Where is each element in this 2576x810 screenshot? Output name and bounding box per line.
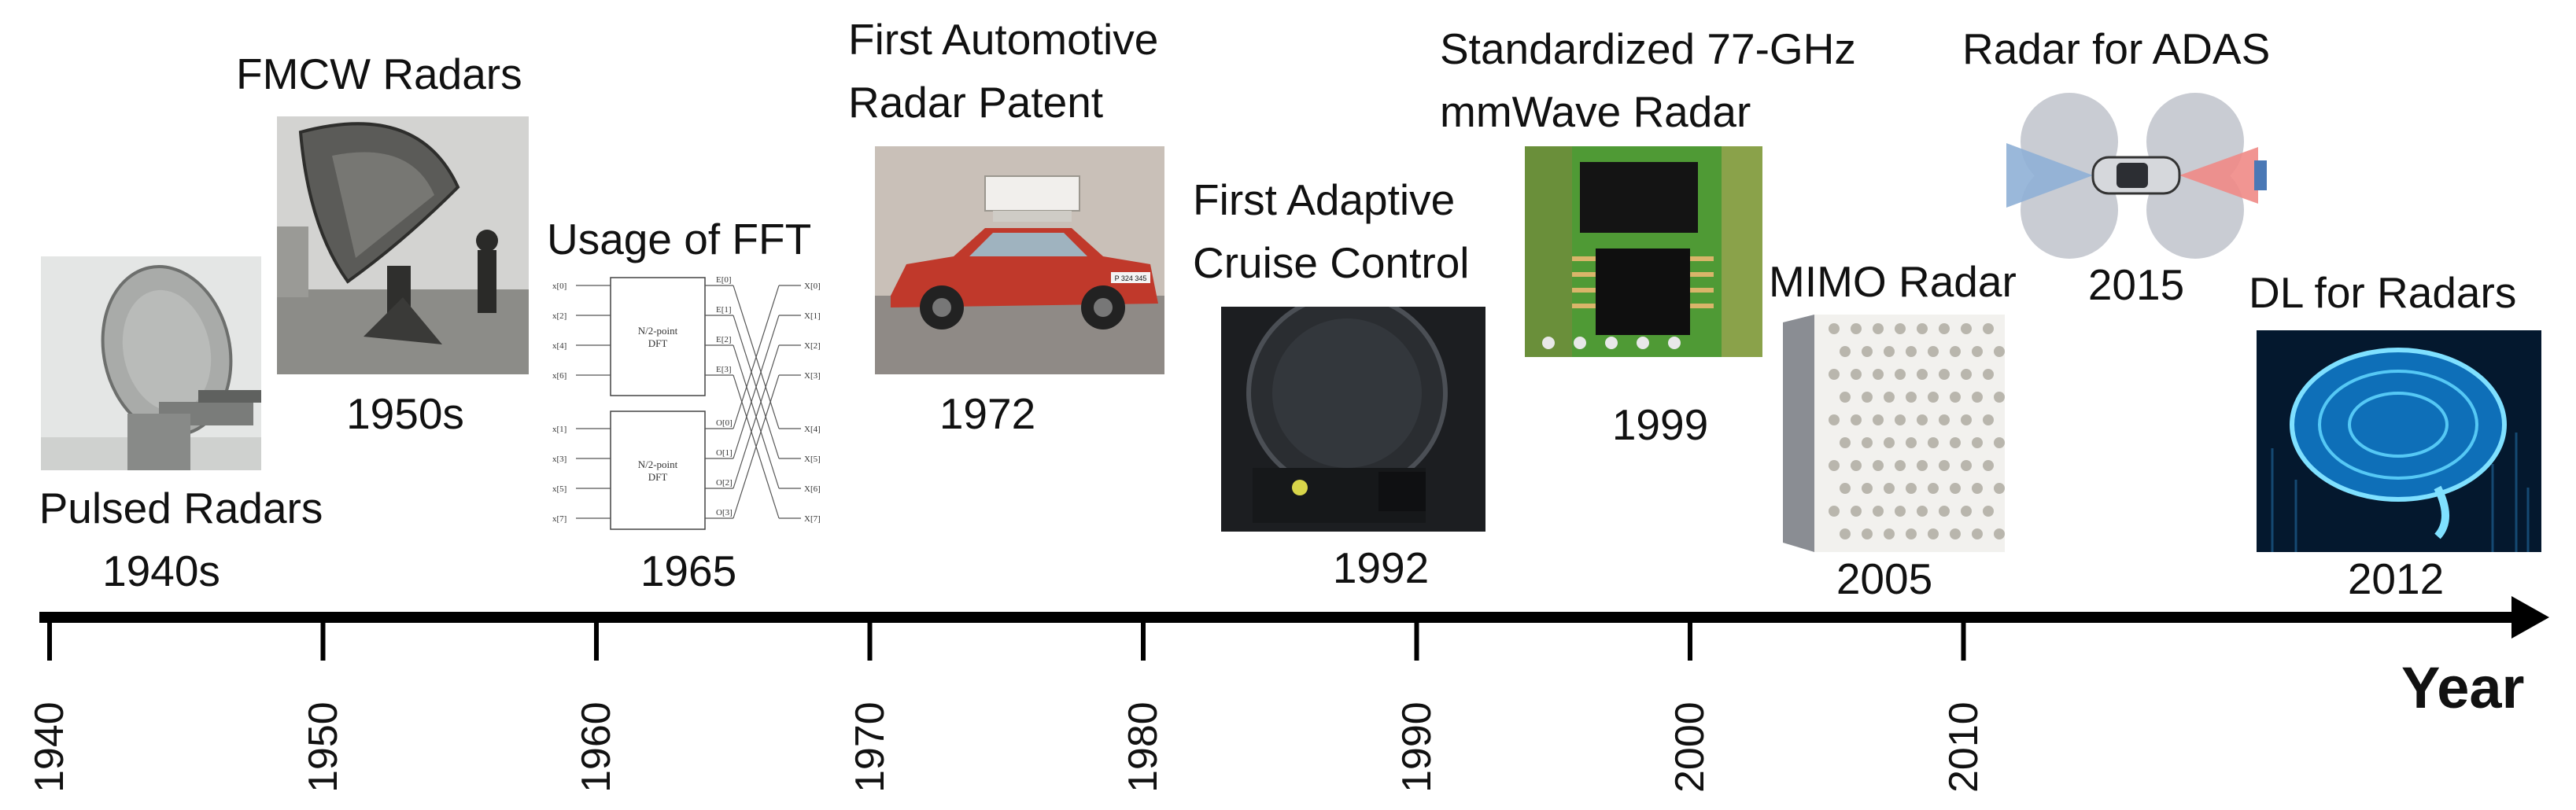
mimo-radar-photo bbox=[1767, 315, 2005, 552]
event-title-77ghz-line2: mmWave Radar bbox=[1440, 87, 1751, 136]
fft-butterfly-diagram: N/2-point DFT N/2-point DFT x[0] E[0] X[0]… bbox=[551, 271, 842, 543]
fft-input-label: x[6] bbox=[552, 371, 566, 381]
fft-intermediate-label: O[1] bbox=[716, 448, 733, 458]
event-title-dl-for-radars: DL for Radars bbox=[2249, 268, 2517, 317]
fft-intermediate-label: O[2] bbox=[716, 478, 733, 488]
fft-output-label: X[2] bbox=[804, 341, 821, 351]
fft-input-label: x[5] bbox=[552, 484, 566, 494]
event-title-automotive-patent-line1: First Automotive bbox=[848, 15, 1159, 64]
event-date-1992: 1992 bbox=[1332, 543, 1430, 592]
event-title-pulsed-radars: Pulsed Radars bbox=[39, 484, 323, 532]
event-title-77ghz-line1: Standardized 77-GHz bbox=[1440, 24, 1856, 73]
automotive-radar-car-photo: P 324 345 bbox=[875, 146, 1164, 374]
fft-block-label-bottom-2: DFT bbox=[648, 471, 668, 483]
fft-input-label: x[1] bbox=[552, 425, 566, 434]
event-date-1965: 1965 bbox=[640, 547, 737, 595]
fft-intermediate-label: E[3] bbox=[716, 365, 732, 374]
fft-input-label: x[2] bbox=[552, 311, 566, 321]
event-title-acc-line2: Cruise Control bbox=[1193, 238, 1470, 287]
event-date-1950s: 1950s bbox=[346, 389, 464, 438]
event-date-2012: 2012 bbox=[2347, 554, 2445, 603]
event-title-automotive-patent-line2: Radar Patent bbox=[848, 78, 1104, 127]
tick-label-2000: 2000 bbox=[1667, 701, 1713, 793]
deep-learning-brain-image bbox=[2257, 330, 2541, 552]
tick-label-1950: 1950 bbox=[300, 701, 346, 793]
event-date-1999: 1999 bbox=[1611, 400, 1709, 449]
fft-input-label: x[3] bbox=[552, 455, 566, 464]
event-title-radar-for-adas: Radar for ADAS bbox=[1962, 24, 2271, 73]
fft-intermediate-label: E[2] bbox=[716, 335, 732, 344]
fft-output-label: X[4] bbox=[804, 425, 821, 434]
mmwave-chip-photo bbox=[1525, 146, 1762, 357]
fmcw-radar-photo bbox=[277, 116, 529, 374]
fft-output-label: X[3] bbox=[804, 371, 821, 381]
fft-block-label-top-2: DFT bbox=[648, 337, 668, 349]
fft-output-label: X[6] bbox=[804, 484, 821, 494]
tick-label-1940: 1940 bbox=[27, 701, 72, 793]
fft-block-label-bottom-1: N/2-point bbox=[638, 458, 678, 470]
event-date-2015: 2015 bbox=[2087, 260, 2185, 309]
axis-title: Year bbox=[2401, 655, 2525, 720]
cruise-control-sensor-photo bbox=[1221, 307, 1485, 532]
event-date-1972: 1972 bbox=[939, 389, 1036, 438]
fft-output-label: X[1] bbox=[804, 311, 821, 321]
fft-input-label: x[7] bbox=[552, 514, 566, 524]
fft-intermediate-label: O[0] bbox=[716, 418, 733, 428]
fft-output-label: X[7] bbox=[804, 514, 821, 524]
event-title-acc-line1: First Adaptive bbox=[1193, 175, 1456, 224]
fft-intermediate-label: E[1] bbox=[716, 305, 732, 315]
tick-label-1960: 1960 bbox=[574, 701, 619, 793]
fft-intermediate-label: O[3] bbox=[716, 508, 733, 517]
event-date-2005: 2005 bbox=[1836, 554, 1933, 603]
event-date-1940s: 1940s bbox=[102, 547, 220, 595]
tick-marks bbox=[47, 617, 1966, 661]
timeline-arrowhead bbox=[2511, 596, 2549, 639]
fft-intermediate-label: E[0] bbox=[716, 275, 732, 285]
pulsed-radar-photo bbox=[41, 256, 261, 470]
fft-output-label: X[0] bbox=[804, 282, 821, 291]
adas-radar-coverage-illustration bbox=[1998, 88, 2274, 263]
event-title-mimo-radar: MIMO Radar bbox=[1769, 257, 2017, 306]
car-license-plate: P 324 345 bbox=[1115, 274, 1147, 282]
fft-output-label: X[5] bbox=[804, 455, 821, 464]
fft-block-label-top-1: N/2-point bbox=[638, 325, 678, 337]
tick-label-1980: 1980 bbox=[1120, 701, 1166, 793]
fft-input-label: x[4] bbox=[552, 341, 566, 351]
tick-label-1990: 1990 bbox=[1393, 701, 1440, 793]
event-title-fmcw-radars: FMCW Radars bbox=[236, 50, 522, 98]
tick-label-2010: 2010 bbox=[1940, 701, 1987, 793]
fft-input-label: x[0] bbox=[552, 282, 566, 291]
event-title-usage-of-fft: Usage of FFT bbox=[547, 215, 812, 263]
tick-label-1970: 1970 bbox=[847, 701, 893, 793]
